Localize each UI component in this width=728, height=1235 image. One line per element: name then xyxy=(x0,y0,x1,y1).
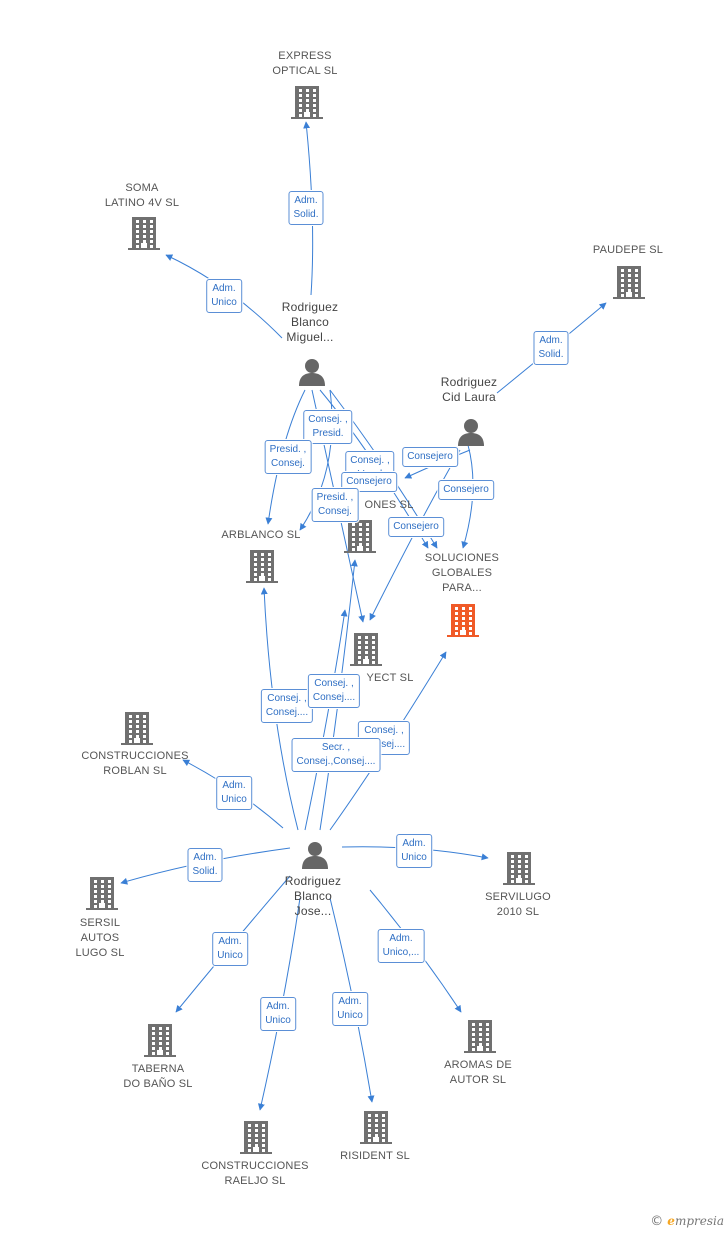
edge-role-label[interactable]: Adm. Unico xyxy=(212,932,248,966)
brand-initial: e xyxy=(667,1214,675,1228)
building-icon[interactable] xyxy=(86,875,118,916)
company-label[interactable]: ONES SL xyxy=(364,499,414,511)
person-label[interactable]: Rodriguez Blanco Miguel... xyxy=(281,300,339,344)
company-label[interactable]: AROMAS DE AUTOR SL xyxy=(444,1059,512,1086)
brand-watermark: ©empresia xyxy=(650,1214,724,1229)
building-icon[interactable] xyxy=(144,1022,176,1063)
edge-role-label[interactable]: Adm. Unico xyxy=(396,834,432,868)
company-label[interactable]: YECT SL xyxy=(366,672,414,684)
company-label[interactable]: PAUDEPE SL xyxy=(592,244,664,256)
building-icon[interactable] xyxy=(447,602,479,643)
company-label[interactable]: SERVILUGO 2010 SL xyxy=(485,891,551,918)
company-label[interactable]: RISIDENT SL xyxy=(340,1150,410,1162)
building-icon[interactable] xyxy=(344,518,376,559)
edge-role-label[interactable]: Presid. , Consej. xyxy=(311,488,359,522)
edge-role-label[interactable]: Adm. Unico xyxy=(216,776,252,810)
edge-role-label[interactable]: Consejero xyxy=(402,447,458,467)
edge-role-label[interactable]: Secr. , Consej.,Consej.... xyxy=(291,738,381,772)
building-icon[interactable] xyxy=(240,1119,272,1160)
company-label[interactable]: CONSTRUCCIONES RAELJO SL xyxy=(201,1160,309,1187)
brand-name: mpresia xyxy=(674,1214,724,1228)
building-icon[interactable] xyxy=(360,1109,392,1150)
company-label[interactable]: ARBLANCO SL xyxy=(221,529,301,541)
edge-role-label[interactable]: Consejero xyxy=(341,472,397,492)
building-icon[interactable] xyxy=(613,264,645,305)
edge-role-label[interactable]: Adm. Unico xyxy=(260,997,296,1031)
company-label[interactable]: SOLUCIONES GLOBALES PARA... xyxy=(424,552,500,594)
building-icon[interactable] xyxy=(464,1018,496,1059)
building-icon[interactable] xyxy=(121,710,153,751)
edge-role-label[interactable]: Adm. Unico xyxy=(206,279,242,313)
building-icon[interactable] xyxy=(128,215,160,256)
edge-role-label[interactable]: Adm. Solid. xyxy=(288,191,324,225)
edge-role-label[interactable]: Adm. Solid. xyxy=(187,848,223,882)
person-icon[interactable] xyxy=(456,417,486,452)
company-label[interactable]: SERSIL AUTOS LUGO SL xyxy=(75,917,125,959)
company-label[interactable]: CONSTRUCCIONES ROBLAN SL xyxy=(81,750,189,777)
edge-role-label[interactable]: Adm. Unico xyxy=(332,992,368,1026)
company-label[interactable]: EXPRESS OPTICAL SL xyxy=(272,50,338,77)
edge-role-label[interactable]: Consej. , Consej.... xyxy=(307,674,361,708)
person-label[interactable]: Rodriguez Blanco Jose... xyxy=(284,874,342,918)
company-label[interactable]: TABERNA DO BAÑO SL xyxy=(123,1063,193,1090)
edge-role-label[interactable]: Presid. , Consej. xyxy=(264,440,312,474)
edge-role-label[interactable]: Consejero xyxy=(438,480,494,500)
edge-role-label[interactable]: Adm. Solid. xyxy=(533,331,569,365)
person-icon[interactable] xyxy=(297,357,327,392)
building-icon[interactable] xyxy=(291,84,323,125)
edge-role-label[interactable]: Adm. Unico,... xyxy=(377,929,425,963)
edge-miguel-arblanco-2 xyxy=(299,389,333,531)
edge-role-label[interactable]: Consej. , Consej.... xyxy=(260,689,314,723)
building-icon[interactable] xyxy=(350,631,382,672)
copyright-symbol: © xyxy=(650,1214,664,1229)
edge-role-label[interactable]: Consej. , Presid. xyxy=(303,410,353,444)
edges xyxy=(120,121,607,1111)
edge-jose-ones xyxy=(304,609,348,831)
person-label[interactable]: Rodriguez Cid Laura xyxy=(440,375,498,404)
person-icon[interactable] xyxy=(300,840,330,875)
edge-role-label[interactable]: Consejero xyxy=(388,517,444,537)
building-icon[interactable] xyxy=(503,850,535,891)
company-label[interactable]: SOMA LATINO 4V SL xyxy=(104,182,180,209)
building-icon[interactable] xyxy=(246,548,278,589)
